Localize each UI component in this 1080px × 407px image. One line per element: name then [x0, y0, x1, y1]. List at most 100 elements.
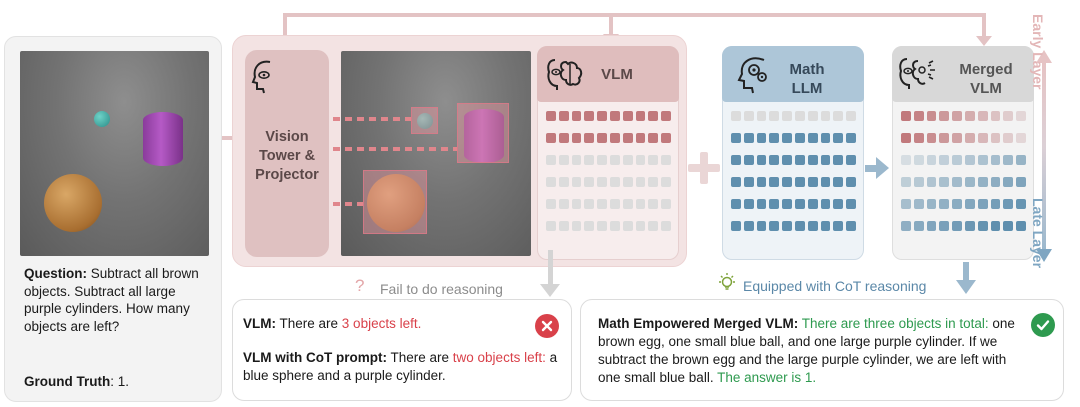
fail-x-icon [535, 314, 559, 338]
weight-cell [648, 133, 658, 143]
weight-cell [991, 111, 1001, 121]
weight-cell [901, 111, 911, 121]
weight-cell [731, 155, 741, 165]
merged-answer-card: Math Empowered Merged VLM: There are thr… [580, 299, 1064, 401]
merged-answer-highlight-2: The answer is 1. [714, 370, 817, 385]
weight-cell [795, 221, 805, 231]
weight-cell [833, 111, 843, 121]
weight-cell [661, 221, 671, 231]
weight-cell [978, 155, 988, 165]
weight-cell [952, 177, 962, 187]
weight-cell [901, 199, 911, 209]
weight-cell [636, 133, 646, 143]
weight-cell [648, 221, 658, 231]
weight-cell [952, 133, 962, 143]
vision-tower-label: Vision Tower & Projector [246, 128, 328, 185]
arrow-vlm-down [548, 250, 553, 288]
merged-vlm-label: Merged VLM [950, 60, 1022, 98]
weight-cell [610, 199, 620, 209]
weight-cell [821, 199, 831, 209]
weight-cell [965, 133, 975, 143]
weight-cell [833, 155, 843, 165]
weight-cell [965, 155, 975, 165]
weight-cell [636, 177, 646, 187]
weight-cell [939, 221, 949, 231]
weight-cell [648, 199, 658, 209]
weight-cell [572, 155, 582, 165]
weight-cell [808, 221, 818, 231]
late-layer-label: Late Layer [1028, 198, 1046, 288]
weight-cell [821, 133, 831, 143]
weight-cell [821, 111, 831, 121]
weight-cell [952, 221, 962, 231]
weight-cell [661, 111, 671, 121]
weight-cell [584, 133, 594, 143]
lightbulb-icon [716, 271, 738, 295]
weight-cell [795, 133, 805, 143]
weight-cell [952, 111, 962, 121]
weight-cell [1016, 177, 1026, 187]
plus-horizontal [688, 164, 720, 172]
weight-cell [978, 221, 988, 231]
weight-cell [939, 111, 949, 121]
weight-cell [901, 221, 911, 231]
weight-cell [597, 133, 607, 143]
weight-cell [769, 111, 779, 121]
weight-cell [914, 155, 924, 165]
weight-cell [1003, 111, 1013, 121]
question-text: Question: Subtract all brown objects. Su… [24, 265, 214, 335]
weight-cell [821, 221, 831, 231]
weight-cell [584, 221, 594, 231]
weight-cell [546, 221, 556, 231]
weight-cell [927, 199, 937, 209]
weight-cell [661, 177, 671, 187]
early-layer-label: Early Layer [1028, 14, 1046, 114]
weight-cell [584, 177, 594, 187]
weight-cell [821, 155, 831, 165]
weight-cell [731, 111, 741, 121]
weight-cell [623, 221, 633, 231]
weight-cell [978, 133, 988, 143]
weight-cell [991, 221, 1001, 231]
weight-cell [648, 177, 658, 187]
weight-cell [914, 199, 924, 209]
vlm-label: VLM [595, 66, 639, 83]
weight-cell [782, 177, 792, 187]
weight-cell [610, 111, 620, 121]
bbox-purple-cylinder [457, 103, 509, 163]
weight-cell [572, 199, 582, 209]
weight-cell [731, 177, 741, 187]
weight-cell [846, 177, 856, 187]
weight-cell [1016, 199, 1026, 209]
weight-cell [965, 199, 975, 209]
weight-cell [914, 111, 924, 121]
vlm-answer-pre: There are [276, 316, 342, 331]
weight-cell [939, 133, 949, 143]
weight-cell [927, 177, 937, 187]
weight-cell [808, 199, 818, 209]
weight-cell [572, 221, 582, 231]
vlm-answer-highlight: 3 objects left. [342, 316, 422, 331]
weight-cell [661, 155, 671, 165]
weight-cell [978, 111, 988, 121]
ground-truth: Ground Truth: 1. [24, 373, 214, 391]
weight-cell [927, 111, 937, 121]
weight-cell [757, 133, 767, 143]
ground-truth-value: : 1. [110, 374, 129, 389]
weight-cell [597, 155, 607, 165]
weight-cell [559, 155, 569, 165]
weight-cell [546, 133, 556, 143]
token-link-3 [333, 202, 363, 206]
weight-cell [782, 133, 792, 143]
weight-cell [636, 199, 646, 209]
cot-answer: VLM with CoT prompt: There are two objec… [243, 349, 563, 385]
brain-eye-icon [546, 56, 586, 92]
arrowhead-merged [976, 36, 992, 46]
brown-sphere [44, 174, 102, 232]
weight-cell [623, 199, 633, 209]
success-check-icon [1031, 313, 1055, 337]
merged-vlm-weight-grid [901, 111, 1026, 240]
weight-cell [757, 221, 767, 231]
weight-cell [559, 177, 569, 187]
weight-cell [597, 177, 607, 187]
